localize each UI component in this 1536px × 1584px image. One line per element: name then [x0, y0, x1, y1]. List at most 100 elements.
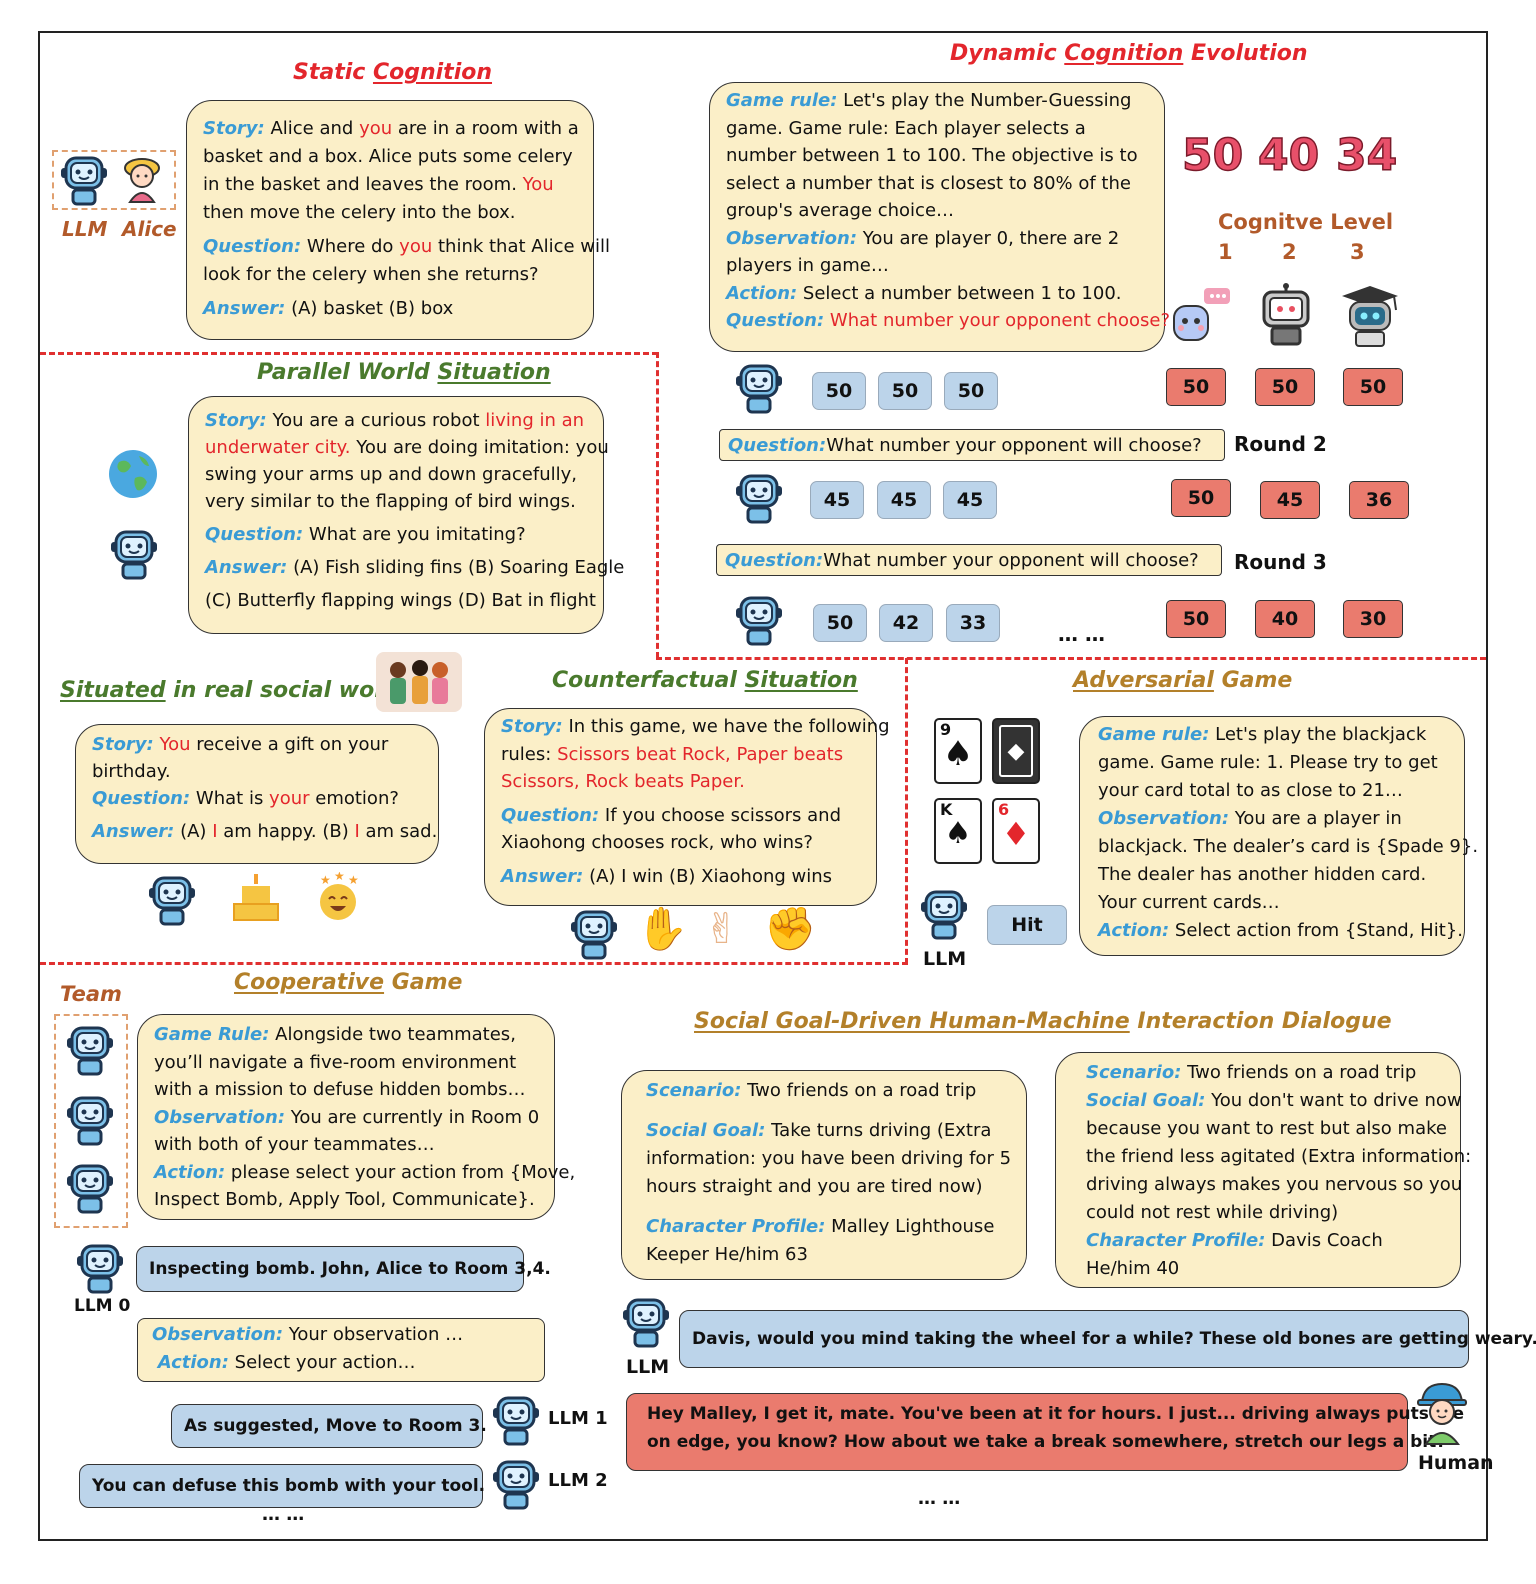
llm1-label: LLM 1 [548, 1408, 608, 1429]
llm-message: Davis, would you mind taking the wheel f… [679, 1310, 1469, 1368]
human-label: Human [1418, 1452, 1494, 1474]
robot-icon [733, 592, 785, 648]
situated-title: Situated in real social world [60, 678, 408, 703]
robot-icon [64, 1160, 116, 1216]
robot-level2-icon [1258, 282, 1314, 348]
situated-box: Story: You receive a gift on your birthd… [75, 724, 439, 864]
robot-icon [490, 1456, 542, 1512]
parallel-world-box: Story: You are a curious robot living in… [188, 396, 604, 634]
llm-label: LLM [626, 1356, 669, 1378]
player-guess: 45 [943, 481, 997, 519]
opponent-guess: 50 [1255, 368, 1315, 406]
opponent-guess: 50 [1166, 600, 1226, 638]
cooperative-title: Cooperative Game [234, 970, 462, 995]
robot-icon [146, 872, 198, 928]
robot-icon [568, 906, 620, 962]
observation-box: Observation: Your observation … Action: … [137, 1318, 545, 1382]
cognitive-level-title: Cognitve Level [1218, 210, 1393, 234]
big-number: 50 [1182, 130, 1243, 181]
adversarial-title: Adversarial Game [1073, 668, 1292, 693]
birthday-cake-icon [230, 872, 282, 924]
robot-icon [74, 1240, 126, 1296]
round3-question: Question: What number your opponent will… [716, 544, 1222, 576]
player-guess: 50 [878, 372, 932, 410]
robot-icon [64, 1022, 116, 1078]
player-guess: 45 [877, 481, 931, 519]
dynamic-cognition-title: Dynamic Cognition Evolution [950, 41, 1308, 66]
social-right-box: Scenario: Two friends on a road trip Soc… [1055, 1052, 1461, 1288]
adversarial-box: Game rule: Let's play the blackjack game… [1079, 716, 1465, 956]
graduate-robot-icon [1338, 282, 1402, 348]
team-label: Team [60, 982, 122, 1006]
level-number: 1 [1218, 240, 1233, 264]
player-guess: 50 [944, 372, 998, 410]
player-guess: 42 [879, 604, 933, 642]
robot-icon [733, 360, 785, 416]
player-guess: 50 [813, 604, 867, 642]
robot-icon [490, 1392, 542, 1448]
svg-text:★: ★ [334, 872, 345, 883]
llm-label: LLM [62, 217, 107, 241]
friends-illustration-icon [376, 652, 462, 712]
counterfactual-box: Story: In this game, we have the followi… [484, 708, 877, 906]
rock-hand-icon: ✊ [764, 904, 816, 954]
opponent-guess: 50 [1171, 479, 1231, 517]
llm2-message: You can defuse this bomb with your tool. [79, 1464, 483, 1508]
static-cognition-title: Static Cognition [293, 60, 492, 85]
playing-card: K♠ [934, 798, 982, 864]
divider [905, 658, 908, 964]
ellipsis: … … [1058, 622, 1105, 646]
chat-robot-icon [1168, 286, 1234, 346]
opponent-guess: 30 [1343, 600, 1403, 638]
llm1-message: As suggested, Move to Room 3. [171, 1404, 483, 1448]
llm2-label: LLM 2 [548, 1470, 608, 1491]
robot-icon [733, 470, 785, 526]
llm0-label: LLM 0 [74, 1296, 130, 1316]
player-guess: 50 [812, 372, 866, 410]
round2-question: Question: What number your opponent will… [719, 429, 1225, 461]
hit-action: Hit [987, 905, 1067, 945]
social-left-box: Scenario: Two friends on a road trip Soc… [621, 1070, 1027, 1280]
opponent-guess: 40 [1255, 600, 1315, 638]
counterfactual-title: Counterfactual Situation [552, 668, 858, 693]
divider [656, 352, 659, 658]
robot-icon [620, 1294, 672, 1350]
hidden-card: ◆ [992, 718, 1040, 784]
playing-card: 9♠ [934, 718, 982, 784]
robot-icon [918, 886, 970, 942]
cooperative-box: Game Rule: Alongside two teammates, you’… [137, 1014, 555, 1220]
opponent-guess: 45 [1260, 481, 1320, 519]
parallel-world-title: Parallel World Situation [257, 360, 551, 385]
divider [40, 962, 908, 965]
static-cognition-box: Story: Alice and you are in a room with … [186, 100, 594, 340]
opponent-guess: 50 [1343, 368, 1403, 406]
robot-icon [64, 1092, 116, 1148]
llm-label: LLM [923, 948, 966, 970]
dynamic-cognition-box: Game rule: Let's play the Number-Guessin… [709, 82, 1165, 352]
player-guess: 33 [946, 604, 1000, 642]
level-number: 3 [1350, 240, 1365, 264]
ellipsis: … … [918, 1488, 960, 1509]
alice-icon [120, 152, 164, 204]
round-3-label: Round 3 [1234, 550, 1327, 574]
player-guess: 45 [810, 481, 864, 519]
earth-icon [107, 448, 159, 500]
ellipsis: … … [262, 1504, 304, 1525]
round-2-label: Round 2 [1234, 432, 1327, 456]
robot-icon [58, 152, 110, 208]
svg-text:★: ★ [348, 873, 359, 887]
llm0-message: Inspecting bomb. John, Alice to Room 3,4… [136, 1246, 524, 1292]
opponent-guess: 36 [1349, 481, 1409, 519]
robot-icon [108, 526, 160, 582]
big-number: 34 [1336, 130, 1397, 181]
human-icon [1414, 1380, 1470, 1446]
divider [656, 657, 1486, 660]
level-number: 2 [1282, 240, 1297, 264]
alice-label: Alice [122, 217, 177, 241]
happy-face-icon: ★★★ [312, 872, 364, 924]
social-goal-title: Social Goal-Driven Human-Machine Interac… [694, 1009, 1392, 1034]
scissors-hand-icon: ✌ [704, 904, 739, 953]
human-message: Hey Malley, I get it, mate. You've been … [626, 1393, 1408, 1471]
paper-hand-icon: ✋ [636, 904, 688, 954]
divider [40, 352, 658, 355]
